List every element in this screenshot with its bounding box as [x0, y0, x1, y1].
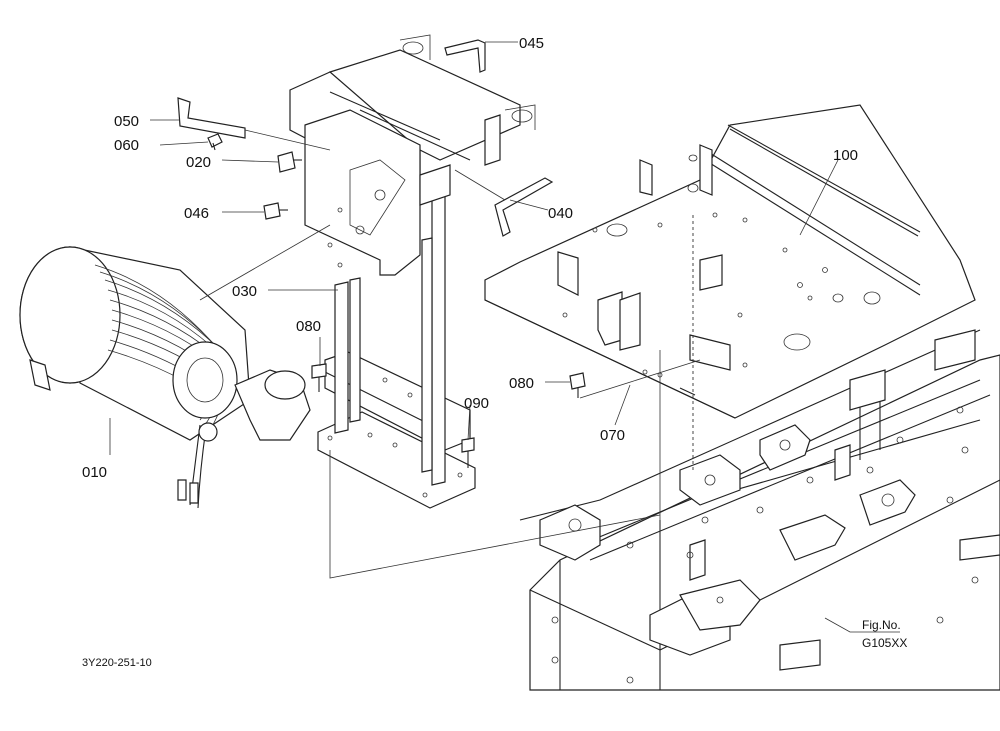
- callout-030: 030: [232, 283, 257, 300]
- rod-040: [494, 177, 554, 237]
- callout-010: 010: [82, 464, 107, 481]
- bolt-046: [263, 202, 288, 220]
- floor-plate: [484, 104, 976, 419]
- callout-060: 060: [114, 137, 139, 154]
- callout-090: 090: [464, 395, 489, 412]
- bolt-080-right: [569, 372, 586, 398]
- bolt-060: [207, 133, 223, 151]
- callout-045: 045: [519, 35, 544, 52]
- bracket-050: [177, 97, 246, 139]
- callout-080-right: 080: [509, 375, 534, 392]
- callout-070: 070: [600, 427, 625, 444]
- bolt-090: [461, 437, 475, 468]
- callout-050: 050: [114, 113, 139, 130]
- callout-080-left: 080: [296, 318, 321, 335]
- bolt-045: [444, 39, 486, 73]
- rod-100: [699, 124, 921, 296]
- bolt-080-left: [311, 363, 327, 392]
- figure-id: 3Y220-251-10: [82, 657, 152, 669]
- fig-no-code: G105XX: [862, 636, 907, 650]
- callout-040: 040: [548, 205, 573, 222]
- callout-020: 020: [186, 154, 211, 171]
- leader-lines: [109, 41, 900, 633]
- callout-046: 046: [184, 205, 209, 222]
- callout-100: 100: [833, 147, 858, 164]
- bracket-assembly-030: [289, 34, 536, 509]
- chassis-frame: [519, 329, 1000, 691]
- bolt-020: [277, 151, 302, 173]
- fig-no-label: Fig.No.: [862, 618, 901, 632]
- air-cleaner-010: [19, 246, 311, 509]
- figure-number: Fig.No. G105XX: [862, 618, 907, 650]
- callout-labels: 010 020 030 040 045 046 050 060 070 080 …: [82, 35, 858, 481]
